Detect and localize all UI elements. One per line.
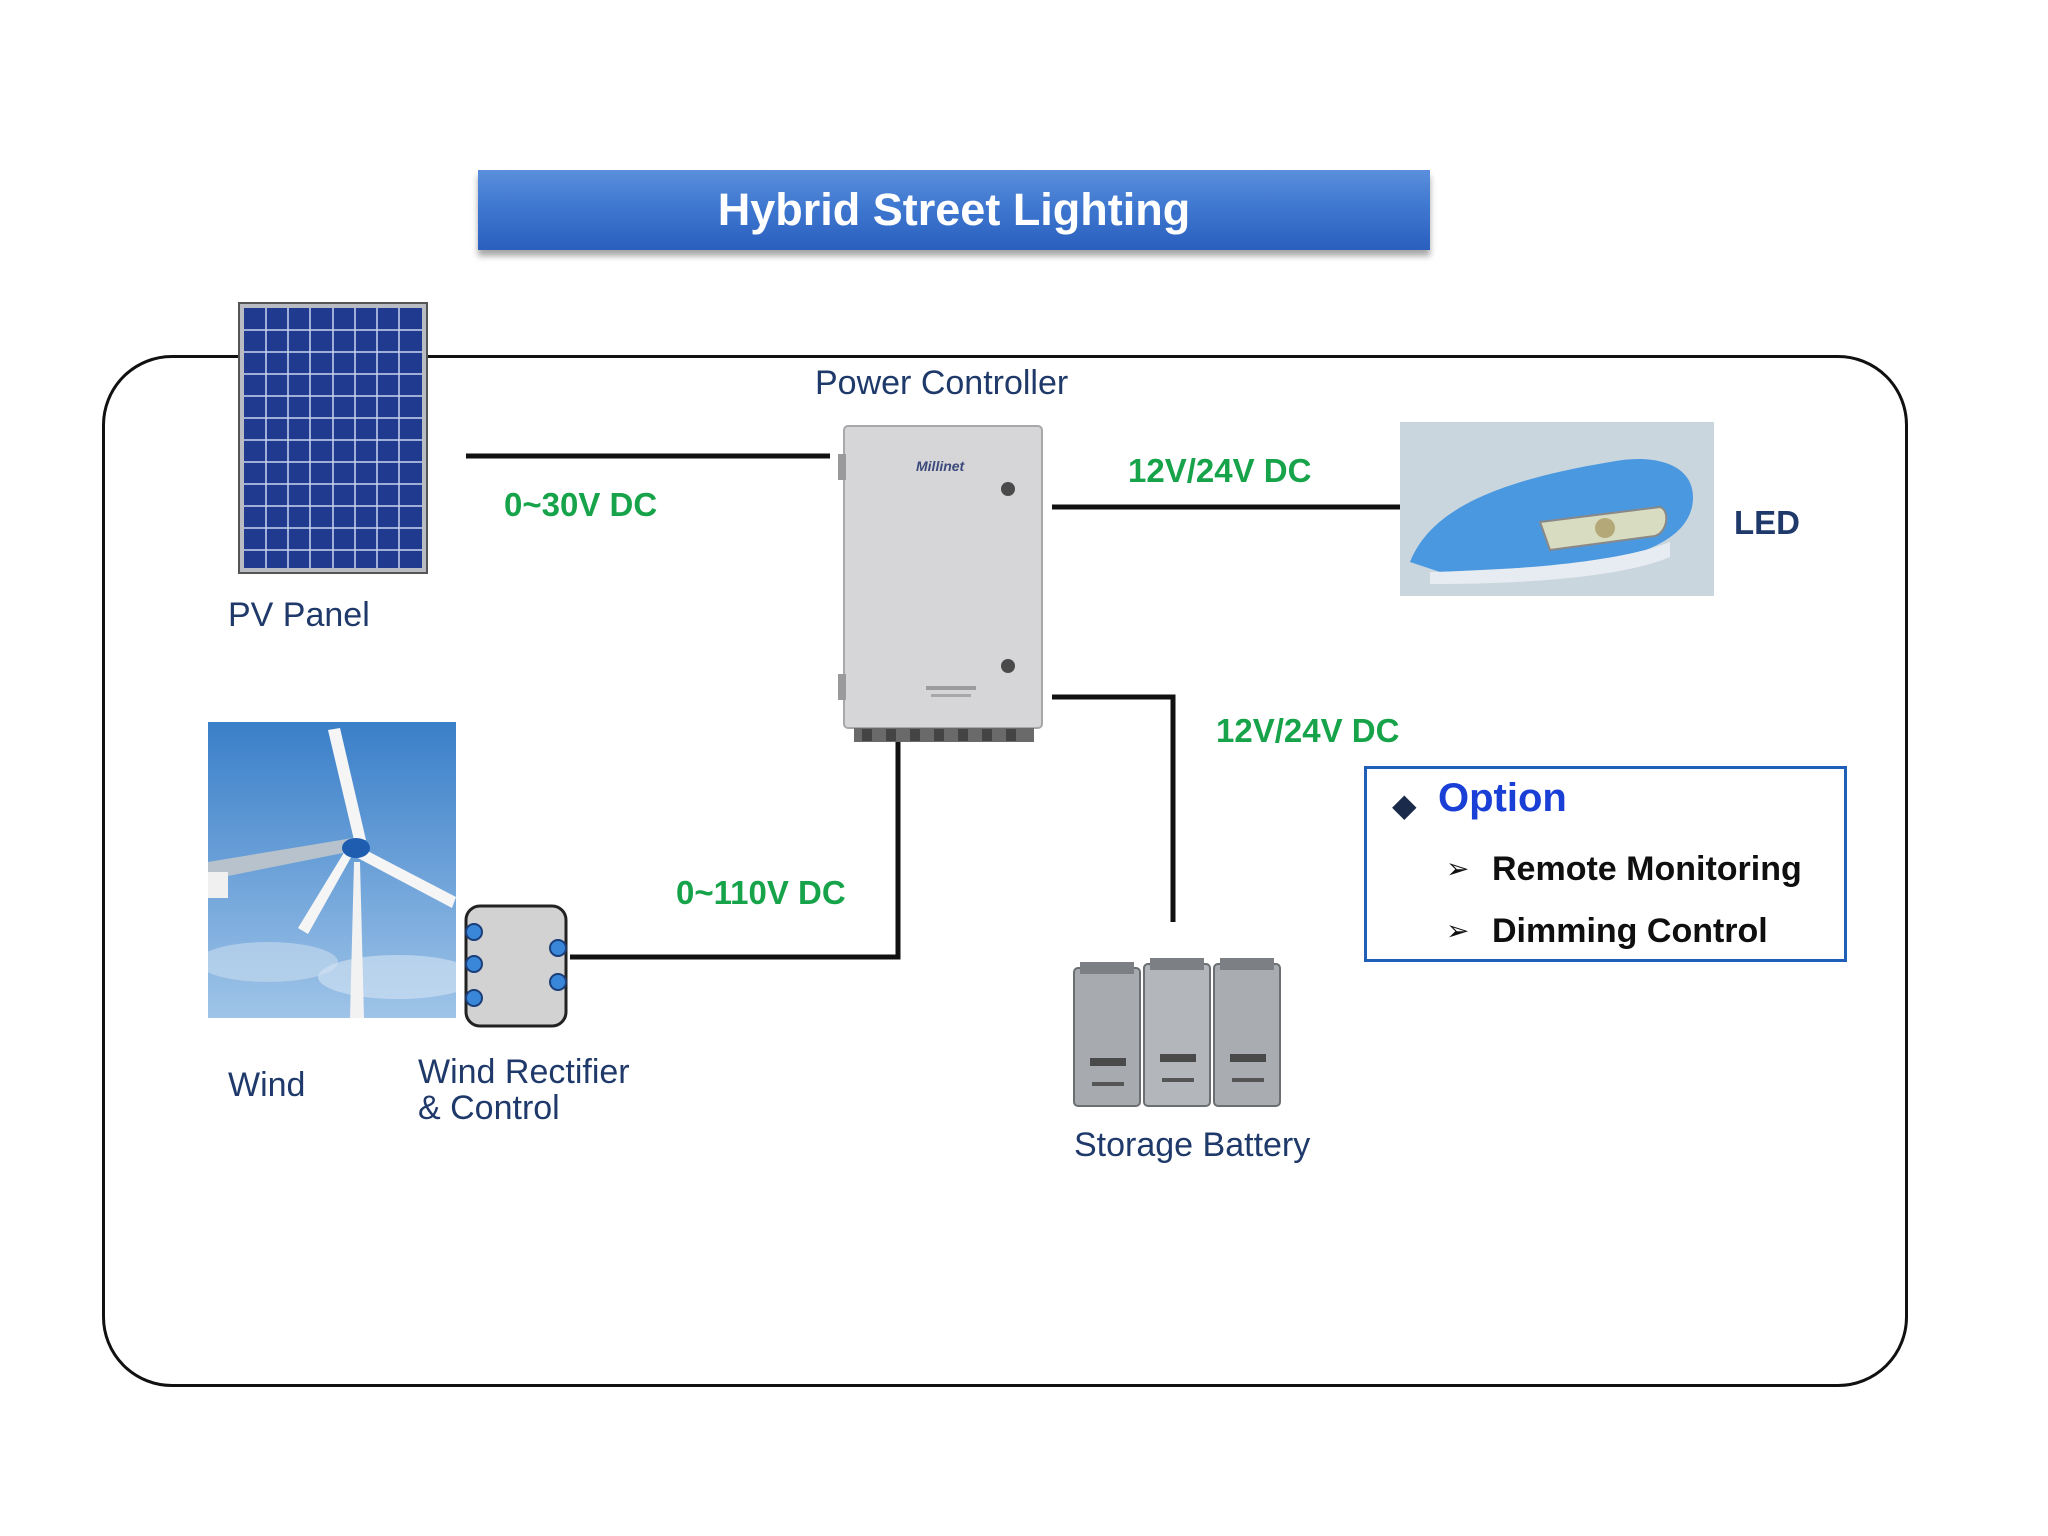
led-lamp-icon [1400, 422, 1714, 596]
wind-rectifier-icon [464, 904, 568, 1028]
rectifier-to-controller-line [570, 725, 901, 960]
led-label: LED [1734, 504, 1800, 541]
led-voltage-label: 12V/24V DC [1128, 452, 1312, 489]
title-banner: Hybrid Street Lighting [478, 170, 1430, 250]
storage-battery-label: Storage Battery [1074, 1126, 1311, 1164]
controller-to-battery-line [1052, 694, 1176, 922]
power-controller-label: Power Controller [815, 364, 1069, 402]
power-controller-icon [838, 425, 1043, 742]
page-title: Hybrid Street Lighting [717, 184, 1191, 235]
option-title: Option [1438, 776, 1567, 820]
controller-brand-label: Millinet [916, 458, 965, 474]
wind-rectifier-label-line1: Wind Rectifier [418, 1053, 630, 1091]
arrow-bullet-icon: ➢ [1446, 915, 1470, 946]
pv-voltage-label: 0~30V DC [504, 486, 658, 523]
storage-battery-icon [1073, 958, 1281, 1107]
wind-label: Wind [228, 1066, 306, 1104]
system-frame [102, 355, 1908, 1387]
option-box [1364, 766, 1847, 962]
wind-rectifier-label: Wind Rectifier & Control [418, 1054, 630, 1126]
diamond-bullet-icon: ◆ [1392, 787, 1417, 823]
arrow-bullet-icon: ➢ [1446, 853, 1470, 884]
wind-turbine-icon [208, 722, 456, 1018]
pv-panel-label: PV Panel [228, 596, 370, 634]
wind-voltage-label: 0~110V DC [676, 874, 846, 911]
battery-voltage-label: 12V/24V DC [1216, 712, 1400, 749]
pv-panel-icon [238, 302, 428, 574]
wind-rectifier-label-line2: & Control [418, 1089, 560, 1127]
option-item-remote-monitoring: Remote Monitoring [1492, 850, 1802, 888]
option-item-dimming-control: Dimming Control [1492, 912, 1768, 950]
